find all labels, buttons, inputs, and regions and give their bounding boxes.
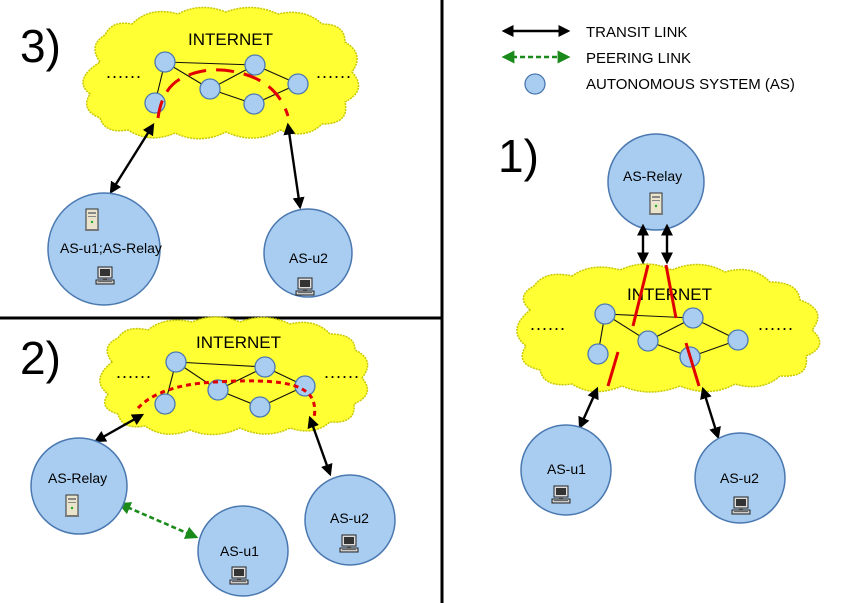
- legend-as-node: [524, 73, 546, 95]
- panel-1-transit-link-u1: [578, 386, 599, 430]
- panel-3-left-dots: ......: [106, 62, 142, 82]
- panel-2-as-node: [249, 396, 271, 418]
- panel-2-edge: [175, 361, 266, 368]
- panel-1-route-cut: [664, 264, 678, 319]
- computer-icon: [295, 277, 315, 296]
- panel-2-as-node: [254, 356, 276, 378]
- server-icon: [64, 494, 80, 518]
- computer-icon: [339, 534, 359, 553]
- panel-1-as-u1: [520, 424, 612, 516]
- panel-3-transit-link-u1: [109, 122, 155, 195]
- panel-1-as-relay-label: AS-Relay: [623, 168, 682, 184]
- panel-3-as-u1-relay: [47, 192, 161, 306]
- panel-2-transit-link-relay: [93, 413, 145, 443]
- panel-2-as-node: [165, 351, 187, 373]
- panel-3-transit-link-u2: [283, 122, 305, 210]
- panel-1-as-relay: [607, 133, 705, 231]
- panel-3: 3) INTERNET ...... ...... AS-u1;AS-Relay…: [20, 6, 360, 306]
- panel-1-as-node: [587, 343, 609, 365]
- panel-1-edge: [604, 313, 694, 319]
- panel-1-left-dots: ......: [530, 314, 566, 334]
- panel-2-transit-link-u2: [307, 415, 333, 477]
- computer-icon: [229, 566, 249, 585]
- panel-1-as-u2-label: AS-u2: [720, 470, 759, 486]
- panel-2-as-node: [154, 393, 176, 415]
- panel-3-as-u2: [263, 208, 353, 298]
- panel-1: 1) AS-Relay INTERNET ...... ......: [498, 130, 821, 524]
- panel-1-as-node: [637, 330, 659, 352]
- panel-1-as-u2: [694, 432, 786, 524]
- computer-icon: [95, 266, 115, 285]
- panel-2-as-relay: [30, 437, 128, 535]
- panel-3-as-u1-relay-label: AS-u1;AS-Relay: [60, 240, 162, 256]
- panel-1-route-cut: [684, 342, 701, 387]
- panel-2-internet-label: INTERNET: [196, 333, 281, 352]
- panel-2-right-dots: ......: [324, 362, 360, 382]
- panel-3-as-node: [154, 51, 176, 73]
- panel-1-number: 1): [498, 130, 539, 182]
- panel-1-route-cut: [606, 351, 620, 387]
- panel-1-as-u1-label: AS-u1: [547, 461, 586, 477]
- server-icon: [648, 192, 664, 216]
- panel-3-route-path: [156, 68, 290, 119]
- panel-3-internet-label: INTERNET: [188, 30, 273, 49]
- panel-2: 2) INTERNET ...... ...... AS-Relay AS-u1: [20, 316, 396, 597]
- panel-1-internet-label: INTERNET: [627, 285, 712, 304]
- panel-3-edge: [164, 61, 256, 66]
- panel-2-as-u1: [197, 505, 289, 597]
- panel-1-right-dots: ......: [758, 314, 794, 334]
- panel-2-as-u2: [304, 474, 396, 566]
- panel-1-as-node: [727, 329, 749, 351]
- legend: TRANSIT LINK PEERING LINK AUTONOMOUS SYS…: [501, 24, 795, 95]
- panel-2-as-relay-label: AS-Relay: [48, 470, 107, 486]
- panel-2-peering-link: [117, 502, 199, 539]
- legend-as-label: AUTONOMOUS SYSTEM (AS): [586, 76, 795, 93]
- panel-2-as-u1-label: AS-u1: [220, 543, 259, 559]
- panel-2-as-u2-label: AS-u2: [330, 510, 369, 526]
- panel-3-number: 3): [20, 20, 61, 72]
- legend-peering-label: PEERING LINK: [586, 50, 691, 67]
- panel-2-route-path: [136, 379, 317, 419]
- panel-3-as-node: [199, 78, 221, 100]
- panel-2-as-node: [207, 379, 229, 401]
- panel-3-as-node: [287, 73, 309, 95]
- panel-2-left-dots: ......: [116, 362, 152, 382]
- server-icon: [84, 208, 100, 232]
- computer-icon: [731, 496, 751, 515]
- panel-1-as-node: [594, 303, 616, 325]
- panel-1-as-node: [682, 307, 704, 329]
- panel-3-as-u2-label: AS-u2: [289, 250, 328, 266]
- panel-3-as-node: [243, 93, 265, 115]
- computer-icon: [551, 485, 571, 504]
- panel-1-transit-link-u2: [700, 386, 721, 440]
- panel-2-number: 2): [20, 332, 61, 384]
- panel-1-route-cut: [631, 264, 650, 327]
- legend-transit-label: TRANSIT LINK: [586, 24, 687, 41]
- panel-3-as-node: [244, 54, 266, 76]
- panel-3-right-dots: ......: [316, 62, 352, 82]
